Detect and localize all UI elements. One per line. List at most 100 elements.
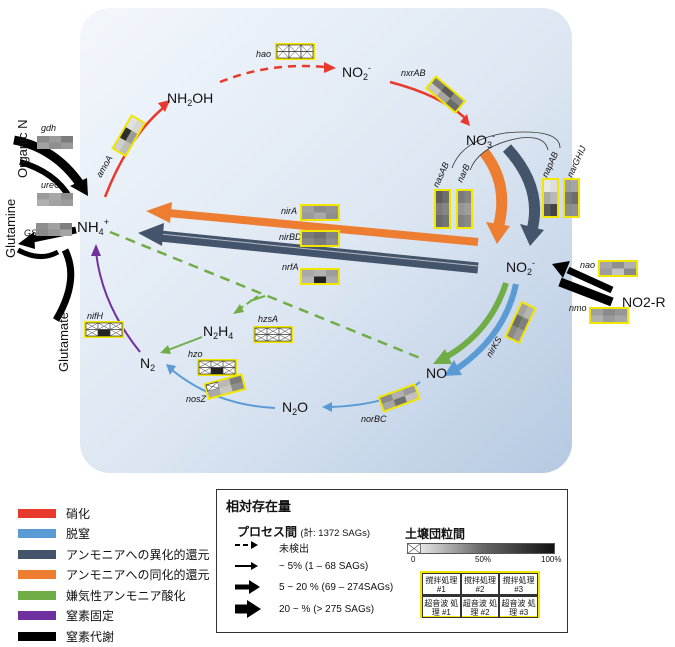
gene-gdh: gdh	[41, 123, 56, 133]
legend-swatch	[18, 570, 56, 580]
legend-item-metabolism: 窒素代謝	[18, 627, 218, 647]
heatmap-nrfa	[300, 268, 340, 285]
gene-nmo: nmo	[569, 303, 587, 313]
gene-connector	[451, 131, 561, 169]
fixation-arrow-n2-nh4	[95, 251, 141, 353]
gene-urec: ureC	[41, 180, 61, 190]
heatmap-nifh	[84, 321, 124, 338]
denitrification-arrow-no2-no	[456, 283, 519, 371]
gene-nifh: nifH	[87, 311, 104, 321]
heatmap-hao	[275, 43, 315, 60]
legend-item-fixation: 窒素固定	[18, 606, 218, 626]
legend-swatch	[18, 632, 56, 642]
dnra-arrow-no2-nh4	[159, 230, 479, 274]
soil-aggregate-heading: 土壌団粒間	[405, 527, 466, 541]
arrowhead	[91, 244, 101, 256]
anammox-dashed-nh4-no	[109, 230, 421, 360]
compound-nh2oh: NH2OH	[167, 90, 213, 108]
heatmap-nirks	[504, 300, 537, 345]
legend-label: 脱窒	[66, 527, 91, 542]
legend-item-assimilatory: アンモニアへの同化的還元	[18, 565, 218, 585]
legend-label: 窒素固定	[66, 609, 115, 624]
heatmap-hzsa	[253, 326, 293, 343]
assimilatory-arrow-no3-no2	[479, 148, 508, 230]
abundance-gradient-bar	[407, 543, 555, 554]
arrowhead	[444, 360, 462, 376]
compound-glutamate: Glutamate	[56, 312, 71, 372]
compound-no: NO	[426, 365, 447, 381]
process-total: (計: 1372 SAGs)	[300, 528, 371, 539]
arrowhead	[322, 402, 332, 412]
legend-item-high: 20 ~ % (> 275 SAGs)	[279, 604, 375, 615]
heatmap-napab	[542, 178, 559, 218]
gene-hzo: hzo	[188, 349, 203, 359]
dnra-arrow-highlight	[159, 233, 479, 267]
gene-norbc: norBC	[361, 414, 387, 424]
legend-label: アンモニアへの同化的還元	[66, 568, 210, 583]
arrowhead	[460, 114, 470, 126]
legend-swatch	[18, 508, 56, 518]
legend-item-anammox: 嫌気性アンモニア酸化	[18, 585, 218, 605]
nitrification-arrow-no2-no3	[389, 80, 466, 119]
arrowhead	[251, 541, 258, 549]
assimilatory-arrow-no2-nh4	[167, 209, 479, 246]
process-legend: 硝化 脱窒 アンモニアへの異化的還元 アンモニアへの同化的還元 嫌気性アンモニア…	[18, 503, 218, 647]
legend-swatch	[18, 590, 56, 600]
nmo-arrow	[558, 277, 614, 307]
treatment-cell: 撹拌処理 #3	[499, 573, 538, 596]
gene-nirbd: nirBD	[279, 232, 302, 242]
arrowhead	[166, 364, 176, 375]
arrowhead	[18, 232, 35, 249]
gradient-tick-50: 50%	[475, 555, 492, 564]
legend-item-nitrification: 硝化	[18, 503, 218, 523]
legend-label: 窒素代謝	[66, 630, 115, 645]
heatmap-nosz	[203, 373, 247, 401]
heatmap-nasab	[434, 189, 451, 229]
heatmap-gdh	[37, 136, 73, 149]
gene-nxrab: nxrAB	[401, 68, 426, 78]
treatment-cell: 超音波 処理 #2	[460, 596, 500, 618]
legend-item-denitrification: 脱窒	[18, 524, 218, 544]
gene-hao: hao	[256, 49, 271, 59]
treatment-cell: 超音波 処理 #1	[422, 596, 461, 618]
legend-item-mid: 5 ~ 20 % (69 – 274SAGs)	[279, 582, 394, 593]
arrowhead	[251, 562, 258, 570]
compound-n2h4: N2H4	[203, 323, 233, 341]
legend-item-dnra: アンモニアへの異化的還元	[18, 544, 218, 564]
compound-n2o: N2O	[282, 399, 308, 417]
anammox-arrow-no2-no	[444, 282, 509, 360]
arrowhead	[247, 600, 261, 618]
heatmap-narghij	[563, 178, 580, 218]
heatmap-gs	[36, 223, 72, 236]
compound-organic-n: Organic N	[15, 119, 30, 178]
legend-label: 硝化	[66, 506, 91, 521]
arrowhead	[249, 580, 260, 594]
organic-n-arrow-gdh	[13, 135, 84, 187]
legend-item-low: ~ 5% (1 – 68 SAGs)	[279, 561, 369, 572]
arrowhead	[158, 100, 170, 112]
heatmap-nirbd	[300, 230, 340, 247]
heatmap-nxrab	[424, 75, 467, 114]
legend-item-undetected: 未検出	[279, 544, 309, 555]
arrowhead	[324, 62, 336, 73]
heatmap-hzo	[197, 359, 237, 376]
gene-hzsa: hzsA	[258, 314, 278, 324]
gene-nao: nao	[580, 260, 595, 270]
treatment-grid: 撹拌処理 #1 撹拌処理 #2 撹拌処理 #3 超音波 処理 #1 超音波 処理…	[420, 571, 540, 618]
arrowhead	[146, 202, 172, 223]
gene-gs: GS	[24, 228, 37, 238]
arrowhead	[233, 304, 244, 314]
anammox-arrow-n2h4-n2	[167, 336, 203, 351]
arrowhead	[552, 261, 570, 278]
gene-nira: nirA	[281, 206, 297, 216]
heatmap-nao	[598, 260, 638, 277]
legend-label: 嫌気性アンモニア酸化	[66, 588, 186, 603]
heatmap-norbc	[377, 383, 421, 413]
process-heading-text: プロセス間	[237, 525, 298, 539]
undetected-cross-icon	[407, 543, 421, 554]
treatment-cell: 撹拌処理 #1	[422, 573, 461, 596]
abundance-legend: 相対存在量 プロセス間 (計: 1372 SAGs) 未検出 ~ 5% (1 –…	[216, 489, 568, 633]
gradient-tick-100: 100%	[541, 555, 562, 564]
legend-arrow-icons	[235, 541, 261, 618]
